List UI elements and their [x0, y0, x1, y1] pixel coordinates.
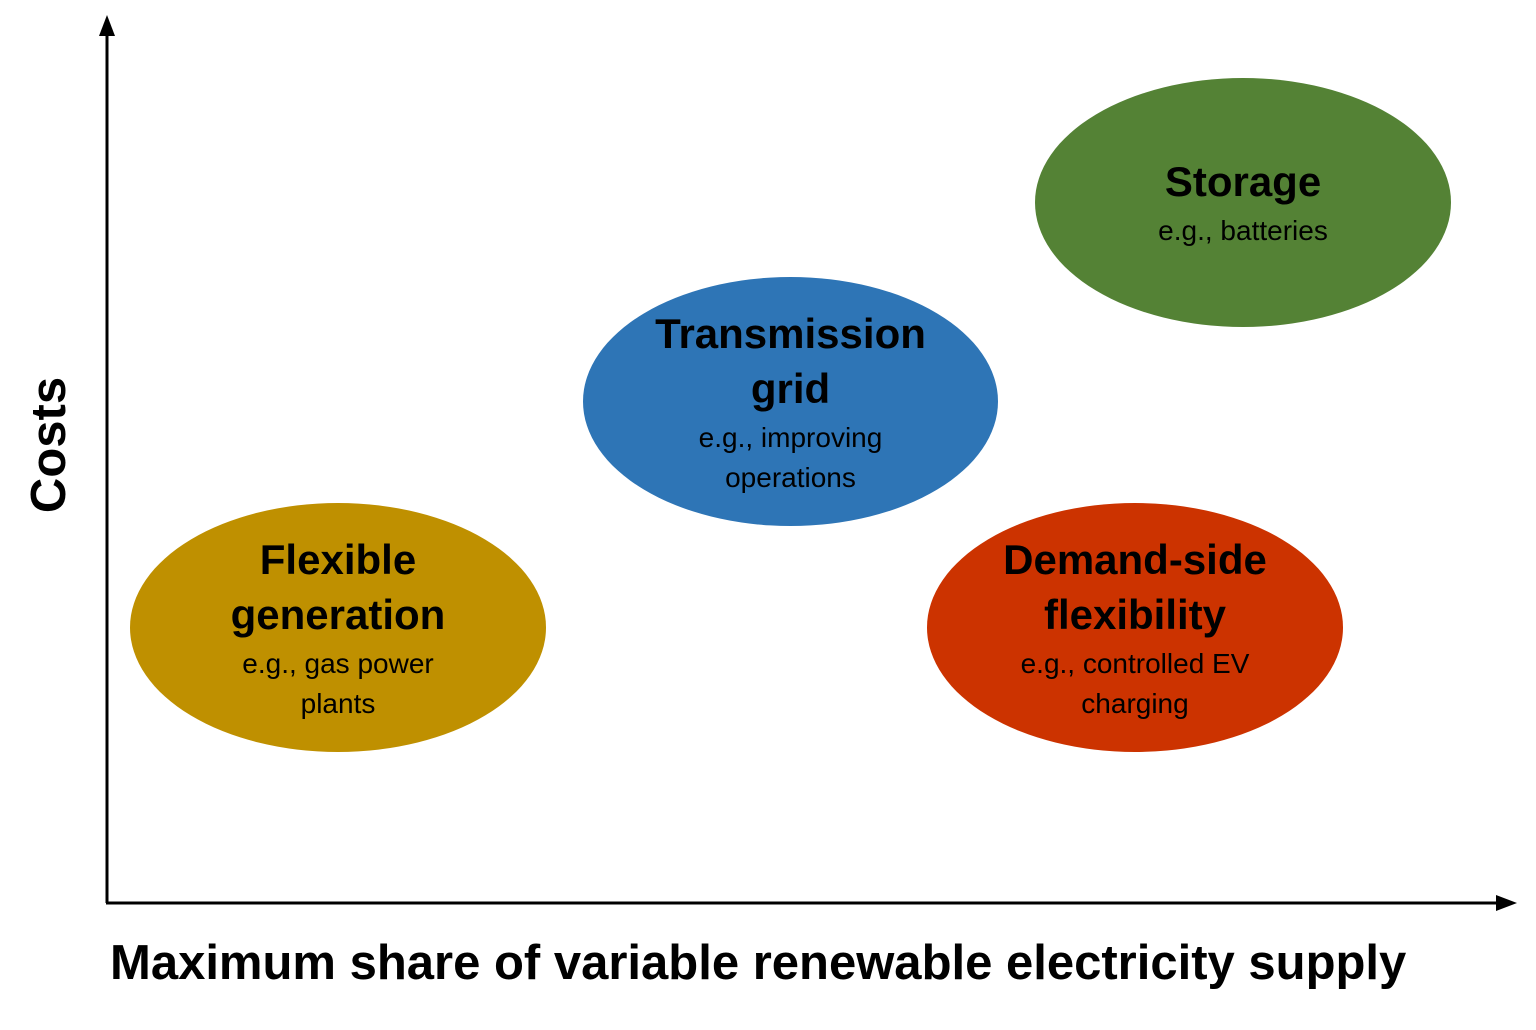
bubble-example-line: e.g., controlled EV: [1020, 647, 1250, 679]
storage-bubble: Storage e.g., batteries: [1035, 78, 1451, 327]
bubble-title: Flexible generation: [231, 532, 446, 642]
bubble-title-line: generation: [230, 590, 446, 638]
bubble-title: Storage: [1165, 154, 1321, 209]
bubble-title-line: Transmission: [655, 309, 926, 357]
bubble-example: e.g., gas power plants: [242, 644, 433, 724]
bubble-title-line: flexibility: [1043, 590, 1227, 638]
y-axis-arrowhead: [99, 15, 115, 36]
bubble-title-line: grid: [750, 364, 831, 412]
y-axis-label: Costs: [22, 376, 76, 514]
bubble-example-line: operations: [725, 461, 856, 493]
bubble-example-line: plants: [300, 687, 376, 719]
bubble-example-line: charging: [1081, 687, 1189, 719]
bubble-example: e.g., controlled EV charging: [1021, 644, 1250, 724]
bubble-example-line: e.g., gas power: [242, 647, 434, 679]
bubble-title-line: Demand-side: [1003, 535, 1267, 583]
demand-side-flexibility-bubble: Demand-side flexibility e.g., controlled…: [927, 503, 1343, 752]
flexible-generation-bubble: Flexible generation e.g., gas power plan…: [130, 503, 546, 752]
bubble-title: Transmission grid: [655, 306, 926, 416]
bubble-example: e.g., batteries: [1158, 211, 1328, 251]
bubble-example-line: e.g., batteries: [1158, 215, 1328, 246]
bubble-example-line: e.g., improving: [698, 421, 883, 453]
x-axis-arrowhead: [1496, 895, 1517, 911]
transmission-grid-bubble: Transmission grid e.g., improving operat…: [583, 277, 998, 526]
bubble-title-line: Flexible: [259, 535, 417, 583]
bubble-title-line: Storage: [1164, 158, 1322, 205]
bubble-title: Demand-side flexibility: [1003, 532, 1267, 642]
bubble-example: e.g., improving operations: [699, 418, 883, 498]
x-axis-label: Maximum share of variable renewable elec…: [110, 936, 1407, 990]
